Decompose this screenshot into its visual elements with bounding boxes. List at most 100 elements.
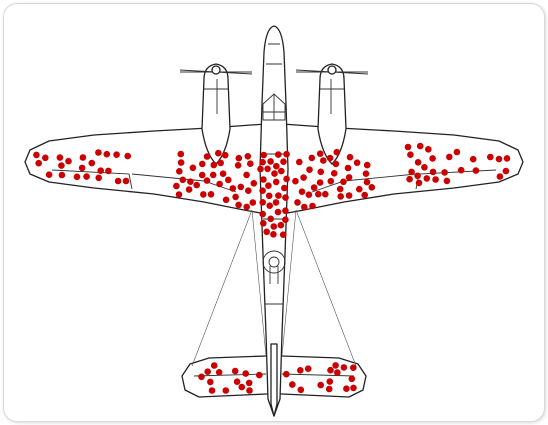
- damage-marker-right-wing-inner: [322, 190, 329, 198]
- damage-marker-left-tailplane: [245, 379, 253, 387]
- damage-marker-fuselage-center: [264, 165, 271, 173]
- damage-marker-left-tailplane: [242, 370, 249, 377]
- damage-marker-fuselage-center: [260, 151, 268, 159]
- right-engine-cowl: [320, 79, 344, 114]
- damage-marker-right-wing-inner: [353, 159, 361, 166]
- damage-marker-right-tailplane: [350, 384, 357, 392]
- left-engine-cowl: [204, 79, 228, 114]
- damage-marker-left-wing-inner: [203, 153, 211, 160]
- damage-marker-right-wing-tip: [441, 169, 448, 176]
- damage-marker-right-wing-inner: [332, 160, 340, 168]
- damage-marker-left-wing-inner: [244, 153, 252, 160]
- diagram-frame: [3, 3, 545, 422]
- damage-marker-right-wing-inner: [337, 193, 345, 200]
- damage-marker-left-wing-tip: [95, 149, 102, 156]
- damage-marker-left-wing-tip: [122, 177, 130, 185]
- damage-marker-right-wing-inner: [356, 185, 363, 193]
- damage-marker-right-wing-tip: [502, 167, 510, 175]
- damage-marker-left-wing-tip: [97, 167, 104, 174]
- damage-marker-right-tailplane: [340, 364, 348, 371]
- damage-marker-right-tailplane: [289, 381, 296, 388]
- damage-marker-fuselage-center: [279, 231, 287, 238]
- damage-marker-left-wing-inner: [229, 185, 237, 192]
- damage-marker-left-wing-inner: [245, 187, 252, 194]
- damage-marker-left-wing-inner: [173, 182, 180, 190]
- damage-marker-fuselage-center: [274, 208, 282, 216]
- damage-marker-right-wing-tip: [429, 168, 437, 176]
- damage-marker-left-wing-tip: [33, 151, 40, 159]
- damage-marker-left-tailplane: [210, 362, 218, 369]
- damage-marker-fuselage-center: [260, 220, 267, 227]
- damage-marker-left-wing-tip: [83, 173, 90, 180]
- damage-marker-right-wing-inner: [368, 184, 376, 191]
- damage-marker-right-tailplane: [283, 370, 290, 378]
- damage-marker-right-tailplane: [304, 365, 312, 373]
- damage-marker-fuselage-center: [272, 199, 280, 206]
- damage-marker-left-tailplane: [256, 371, 263, 379]
- damage-marker-right-wing-inner: [315, 190, 322, 198]
- damage-marker-left-wing-inner: [179, 176, 187, 184]
- damage-marker-fuselage-center: [282, 207, 289, 214]
- damage-marker-right-wing-tip: [425, 146, 432, 153]
- damage-marker-right-wing-tip: [416, 142, 424, 150]
- damage-marker-right-tailplane: [343, 385, 350, 393]
- damage-marker-left-tailplane: [207, 378, 214, 386]
- damage-marker-fuselage-center: [265, 182, 272, 189]
- damage-marker-left-tailplane: [238, 383, 246, 391]
- damage-marker-fuselage-center: [259, 210, 266, 218]
- damage-marker-fuselage-center: [267, 158, 274, 165]
- damage-marker-left-tailplane: [208, 387, 216, 394]
- damage-marker-left-wing-tip: [73, 173, 81, 181]
- damage-marker-left-wing-inner: [177, 150, 185, 158]
- damage-marker-fuselage-center: [275, 151, 282, 158]
- damage-marker-left-wing-inner: [198, 171, 206, 179]
- damage-marker-right-wing-inner: [345, 192, 353, 199]
- damage-marker-left-wing-inner: [222, 196, 230, 204]
- damage-marker-right-wing-inner: [300, 174, 307, 181]
- damage-marker-fuselage-center: [265, 192, 273, 200]
- damage-marker-right-wing-inner: [346, 153, 354, 161]
- damage-marker-left-wing-inner: [203, 177, 211, 184]
- damage-marker-left-wing-inner: [216, 180, 223, 188]
- damage-marker-right-wing-inner: [361, 191, 369, 199]
- damage-marker-fuselage-center: [259, 199, 266, 206]
- damage-marker-left-wing-inner: [225, 176, 232, 184]
- damage-marker-right-wing-inner: [317, 168, 325, 176]
- damage-marker-fuselage-center: [266, 202, 274, 209]
- damage-marker-left-wing-inner: [243, 203, 250, 211]
- damage-marker-left-wing-inner: [207, 191, 215, 198]
- damage-marker-right-wing-inner: [344, 164, 352, 172]
- damage-marker-left-wing-tip: [113, 151, 120, 158]
- damage-marker-right-wing-inner: [296, 158, 303, 166]
- damage-marker-right-wing-tip: [423, 175, 431, 182]
- nose-detail: [266, 43, 282, 65]
- damage-marker-left-wing-inner: [215, 149, 222, 157]
- damage-marker-left-wing-tip: [95, 174, 102, 182]
- damage-marker-left-wing-inner: [189, 164, 197, 172]
- damage-marker-right-wing-tip: [421, 164, 428, 171]
- damage-marker-left-wing-inner: [193, 181, 200, 189]
- damage-marker-fuselage-center: [257, 165, 264, 173]
- damage-marker-right-wing-inner: [363, 178, 371, 186]
- damage-marker-fuselage-center: [278, 167, 285, 175]
- damage-marker-left-wing-inner: [243, 171, 250, 179]
- damage-marker-right-wing-inner: [306, 166, 313, 173]
- damage-marker-left-wing-inner: [209, 171, 217, 179]
- damage-marker-right-tailplane: [348, 375, 356, 383]
- damage-marker-left-wing-tip: [114, 177, 122, 185]
- left-spinner: [211, 65, 221, 75]
- damage-marker-left-wing-tip: [78, 164, 86, 172]
- damage-marker-left-wing-tip: [103, 150, 111, 158]
- damage-marker-right-wing-tip: [446, 153, 453, 161]
- right-wing: [281, 123, 524, 215]
- damage-marker-fuselage-center: [275, 192, 282, 199]
- left-wing: [24, 123, 267, 215]
- damage-marker-left-tailplane: [204, 368, 211, 376]
- damage-marker-right-wing-inner: [309, 202, 316, 210]
- damage-marker-fuselage-center: [273, 162, 280, 170]
- damage-marker-right-wing-inner: [320, 157, 327, 164]
- damage-marker-fuselage-center: [267, 215, 275, 223]
- damage-marker-left-tailplane: [233, 378, 241, 386]
- damage-marker-left-wing-tip: [79, 154, 87, 161]
- damage-marker-left-wing-tip: [56, 154, 64, 161]
